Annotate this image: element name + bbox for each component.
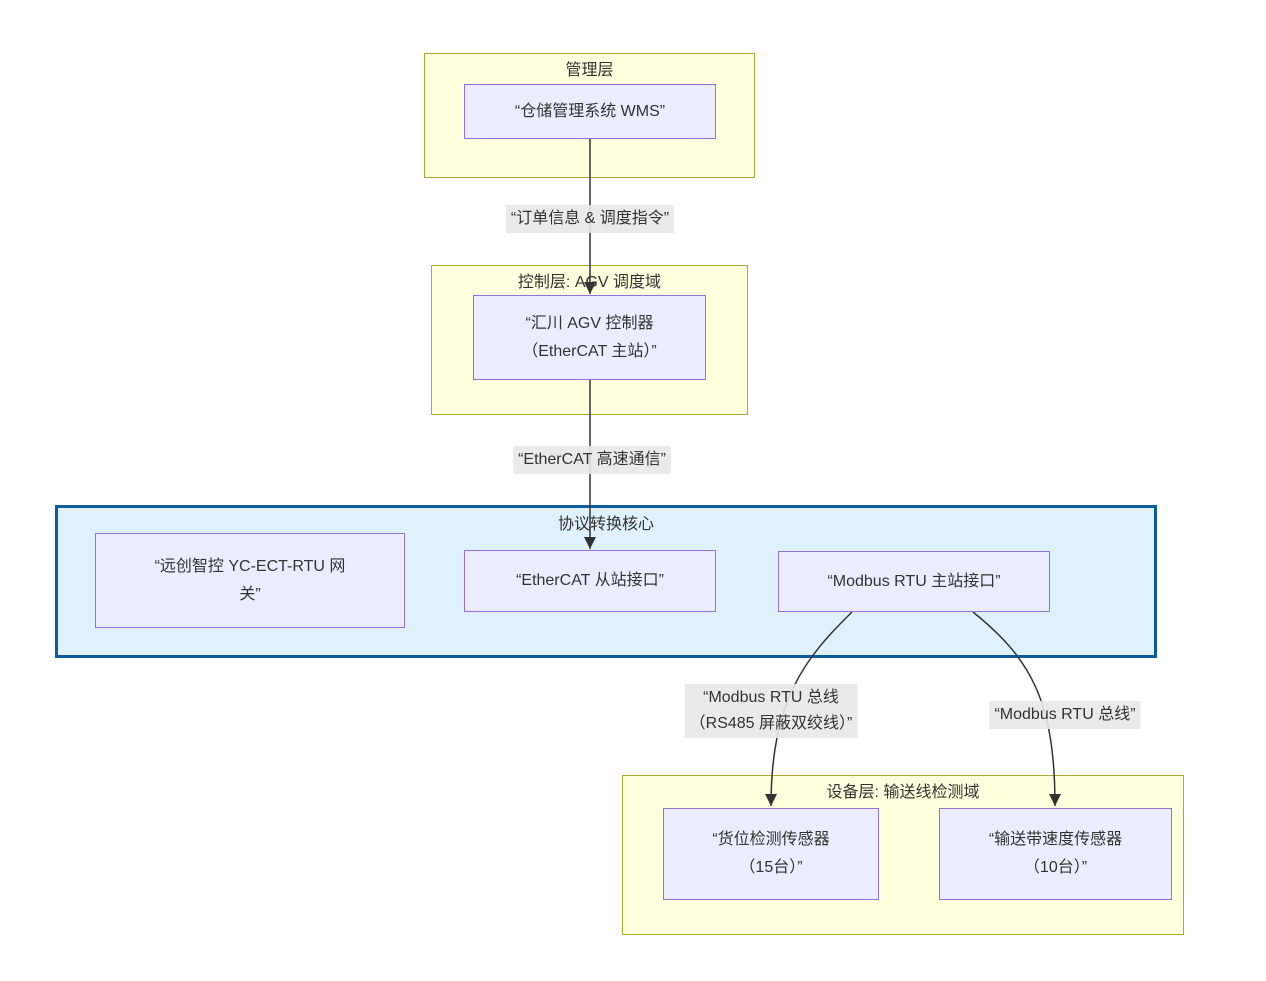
cluster-control-title: 控制层: AGV 调度域: [517, 274, 662, 291]
edge-label-modbus-bus: “Modbus RTU 总线”: [989, 701, 1141, 729]
cluster-device-title: 设备层: 输送线检测域: [826, 784, 980, 801]
edge-label-ethercat-comm: “EtherCAT 高速通信”: [513, 446, 671, 474]
node-slot-sensor: “货位检测传感器 （15台）”: [663, 808, 879, 900]
node-gateway: “远创智控 YC-ECT-RTU 网 关”: [95, 533, 405, 628]
edge-label-order-dispatch: “订单信息 & 调度指令”: [505, 205, 675, 233]
edge-label-modbus-bus-rs485: “Modbus RTU 总线 （RS485 屏蔽双绞线）”: [684, 684, 858, 738]
cluster-protocol-core-title: 协议转换核心: [557, 516, 654, 533]
cluster-management-title: 管理层: [565, 62, 614, 79]
node-wms: “仓储管理系统 WMS”: [464, 84, 716, 139]
node-speed-sensor: “输送带速度传感器 （10台）”: [939, 808, 1172, 900]
node-ethercat-slave: “EtherCAT 从站接口”: [464, 550, 716, 612]
node-modbus-master: “Modbus RTU 主站接口”: [778, 551, 1050, 612]
node-agv-controller: “汇川 AGV 控制器 （EtherCAT 主站）”: [473, 295, 706, 380]
